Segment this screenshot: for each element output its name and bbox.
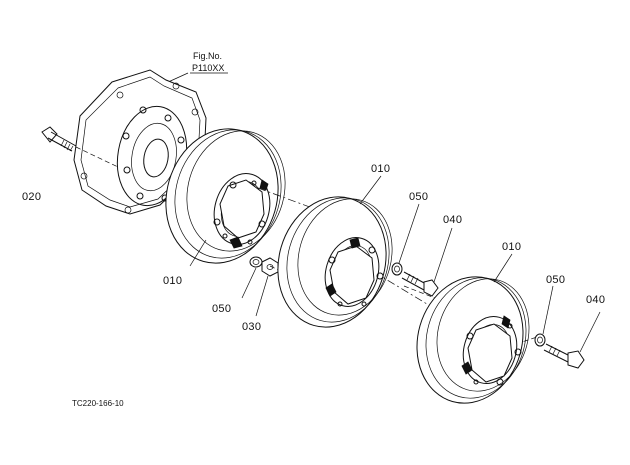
figure-ref-line2: P110XX	[192, 63, 224, 73]
coupling-disc-middle	[277, 196, 393, 328]
nut-030	[255, 257, 279, 317]
label-010-right: 010	[502, 241, 521, 253]
bolt-040-right	[543, 311, 601, 369]
coupling-disc-right	[416, 276, 530, 404]
figure-reference: Fig.No. P110XX	[165, 51, 228, 84]
washer-050-left	[241, 256, 263, 299]
label-050-right: 050	[546, 274, 565, 286]
label-010-left: 010	[163, 275, 182, 287]
bolt-040-middle	[401, 227, 453, 297]
figure-ref-line1: Fig.No.	[193, 51, 222, 61]
label-040-right: 040	[586, 294, 605, 306]
leader-lines-010	[189, 175, 513, 283]
coupling-disc-left	[165, 128, 286, 264]
part-labels: 020 010 050 030 010 050 040 010 050 040	[22, 163, 605, 333]
drawing-code: TC220-166-10	[72, 399, 124, 408]
washer-050-right	[534, 285, 554, 347]
label-040-middle: 040	[443, 214, 462, 226]
label-050-left: 050	[212, 303, 231, 315]
label-050-middle: 050	[409, 191, 428, 203]
bolt-020	[41, 126, 119, 168]
washer-050-middle	[391, 203, 420, 276]
label-030: 030	[242, 321, 261, 333]
label-020: 020	[22, 191, 41, 203]
label-010-middle: 010	[371, 163, 390, 175]
